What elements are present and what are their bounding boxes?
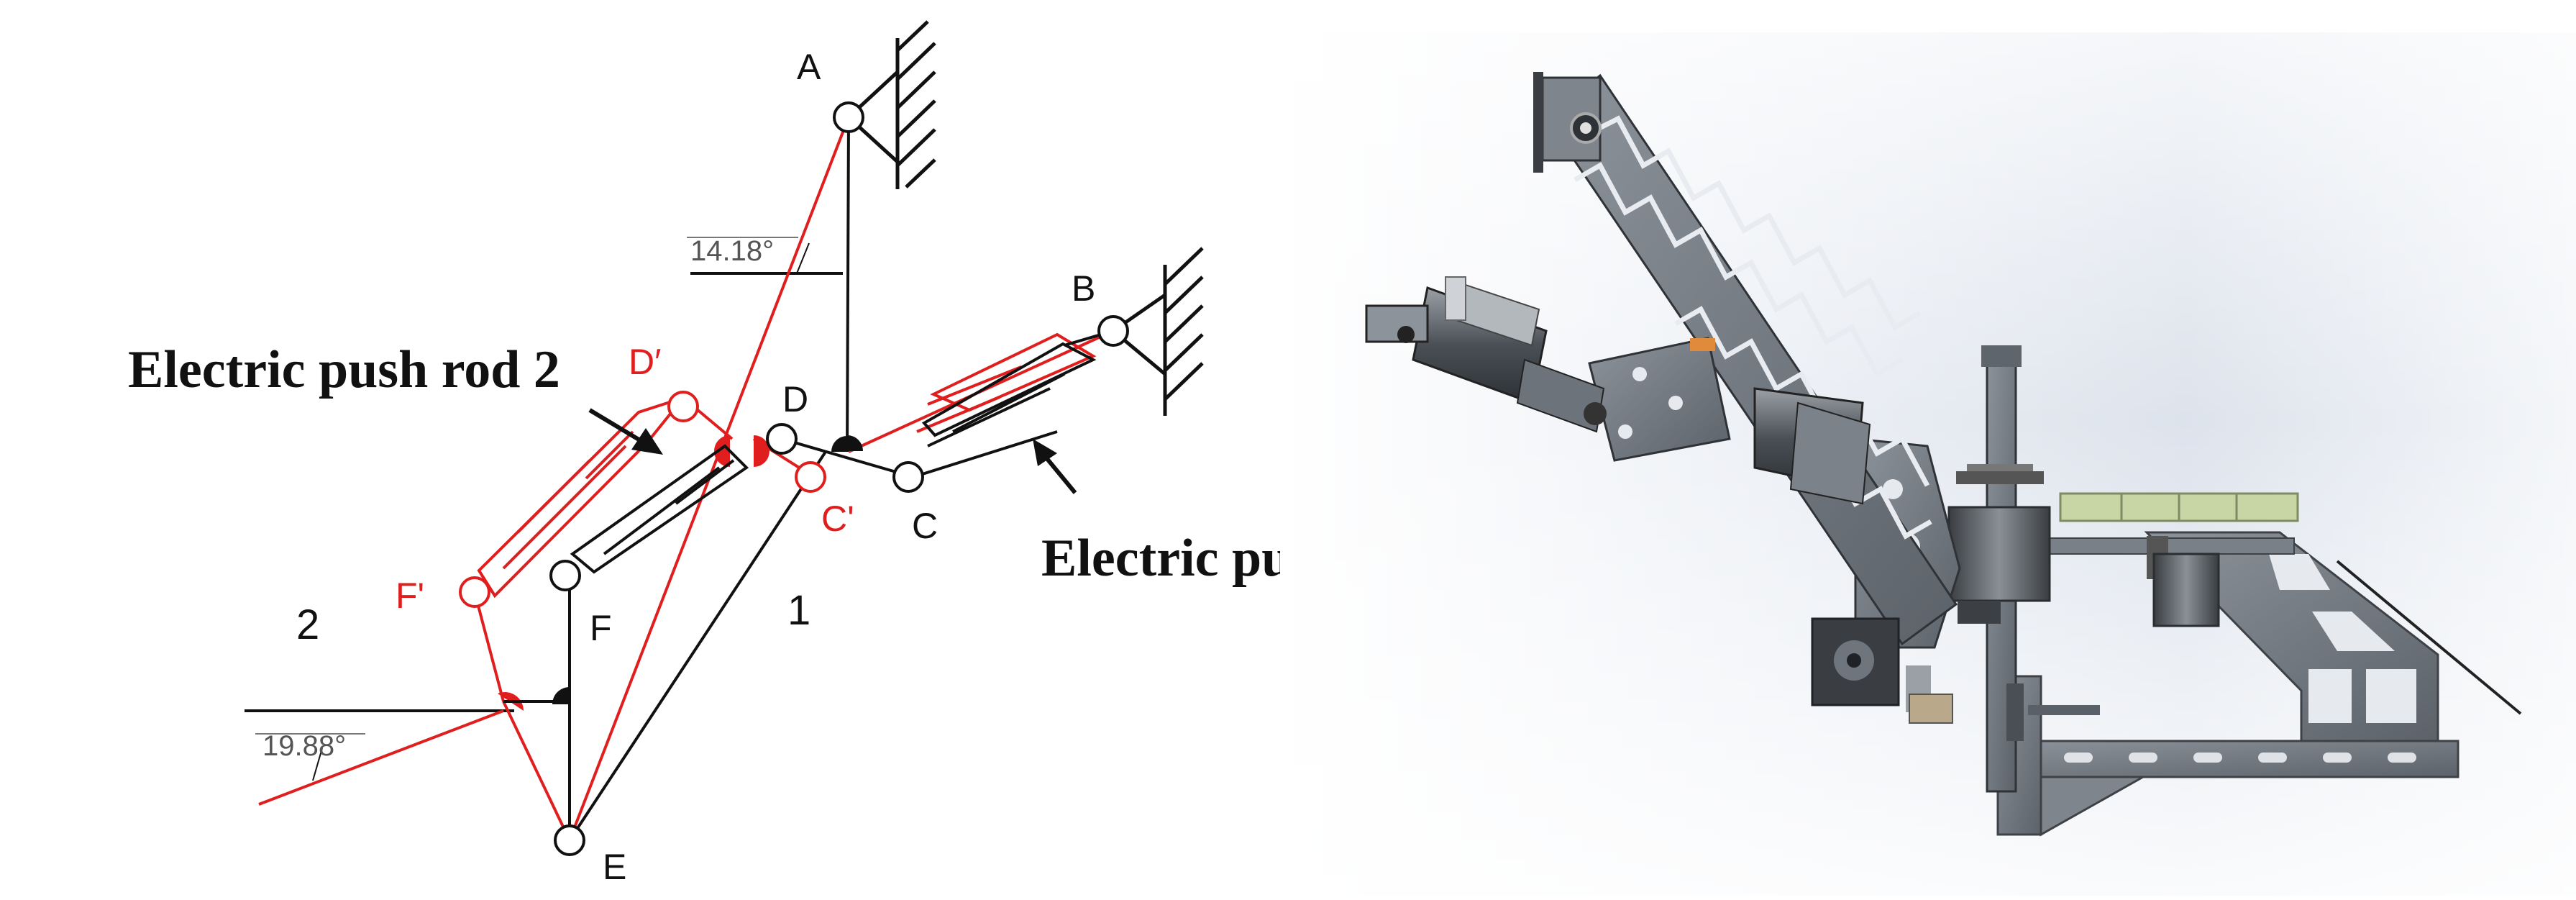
link-2-rotated — [258, 709, 504, 806]
joint-b — [1097, 315, 1129, 347]
label-point-e: E — [603, 847, 626, 887]
label-point-d: D — [782, 379, 808, 419]
cad-rendering — [1280, 32, 2576, 896]
arrow-push-rod-1 — [1033, 439, 1077, 494]
ground-fixture-a — [847, 20, 936, 189]
joint-c-prime — [795, 461, 826, 493]
drive-assembly — [2042, 492, 2299, 627]
label-link-2: 2 — [296, 601, 319, 648]
label-link-1: 1 — [787, 587, 810, 634]
angle-label-lower: 19.88° — [262, 730, 346, 762]
label-point-a: A — [797, 47, 821, 87]
actuator-2-render — [1365, 276, 1607, 433]
joint-c — [892, 461, 924, 493]
label-point-b: B — [1072, 268, 1095, 309]
gear-upper — [1956, 471, 2044, 484]
push-rod-2 — [570, 444, 749, 574]
boom-joint — [1588, 337, 1731, 462]
joint-f-prime — [459, 576, 490, 608]
link-d-c — [781, 437, 914, 478]
lower-gearbox — [1811, 617, 1953, 724]
actuator-1-render — [1753, 387, 1871, 505]
joint-wedge-f — [552, 687, 570, 704]
arrow-push-rod-2 — [588, 408, 663, 455]
label-point-c-prime: C' — [821, 499, 854, 539]
angle-label-upper: 14.18° — [690, 235, 774, 267]
callout-push-rod-2: Electric push rod 2 — [128, 340, 560, 399]
label-point-d-prime: D′ — [629, 342, 661, 382]
mechanism-diagram: 14.18° 19.88° — [128, 20, 1474, 887]
angle-marker-lower: 19.88° — [245, 709, 514, 781]
link-1 — [568, 450, 827, 842]
drive-motor — [2152, 553, 2220, 627]
label-point-f-prime: F' — [396, 576, 424, 616]
angle-marker-upper: 14.18° — [687, 235, 843, 275]
joint-a — [833, 101, 864, 133]
joint-d — [766, 423, 798, 455]
label-point-c: C — [912, 506, 938, 546]
joint-f — [549, 560, 581, 591]
label-point-f: F — [590, 608, 612, 648]
rotated-linkage — [258, 117, 1114, 841]
link-a-d — [846, 117, 850, 453]
joint-wedge-rotated-d — [754, 435, 769, 467]
push-rod-1 — [921, 342, 1097, 437]
joint-wedge-d — [847, 435, 863, 451]
joint-d-prime — [667, 391, 699, 422]
joint-e — [554, 824, 585, 856]
shaft-housing — [1947, 506, 2051, 602]
vertical-shaft — [1947, 345, 2100, 793]
